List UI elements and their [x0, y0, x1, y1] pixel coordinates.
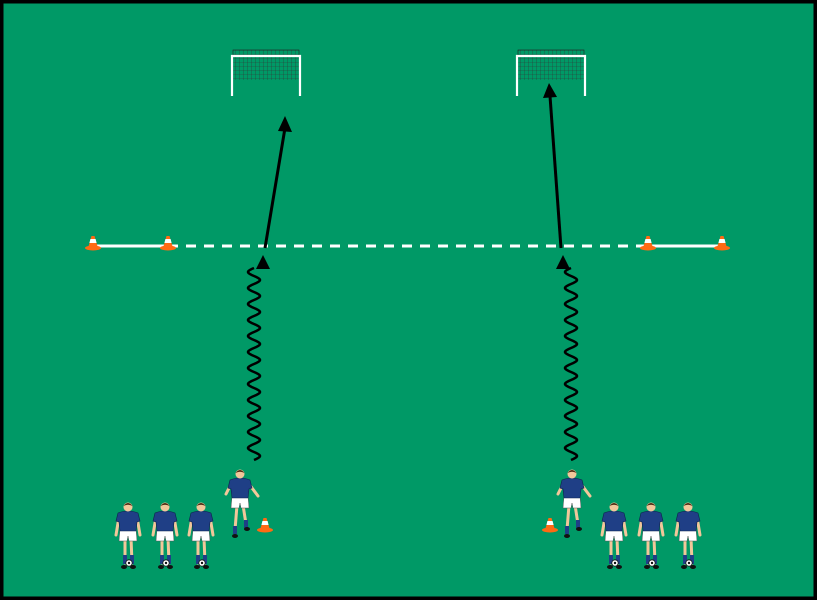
player-sock: [167, 555, 171, 564]
player-hair: [609, 503, 619, 506]
player-sock: [160, 555, 164, 564]
player-sock: [683, 555, 687, 564]
goal-icon: [230, 49, 302, 96]
cone-icon: [85, 236, 101, 251]
player-shirt: [601, 510, 627, 532]
player-sock: [616, 555, 620, 564]
player-boot: [644, 565, 650, 569]
player-hair: [646, 503, 656, 506]
player-sock: [565, 526, 569, 534]
player-hair: [235, 470, 245, 473]
cone-icon: [160, 236, 176, 251]
player-shirt: [188, 510, 214, 532]
player-shirt: [115, 510, 141, 532]
player-boot: [167, 565, 173, 569]
cone-icon: [257, 518, 273, 533]
player-hair: [160, 503, 170, 506]
player-boot: [681, 565, 687, 569]
player-boot: [244, 527, 250, 531]
player-boot: [232, 534, 238, 538]
player-sock: [130, 555, 134, 564]
player-sock: [233, 526, 237, 534]
player-shirt: [675, 510, 701, 532]
ball-patch: [650, 561, 654, 565]
player-boot: [607, 565, 613, 569]
goal-net: [233, 56, 299, 80]
player-icon: [600, 502, 628, 569]
ball-patch: [687, 561, 691, 565]
cone-icon: [640, 236, 656, 251]
player-boot: [564, 534, 570, 538]
player-icon: [224, 469, 260, 538]
player-hair: [196, 503, 206, 506]
player-shirt: [559, 477, 585, 499]
player-sock: [203, 555, 207, 564]
goal-icon: [515, 49, 587, 96]
player-hair: [123, 503, 133, 506]
player-sock: [646, 555, 650, 564]
cone-stripe: [89, 239, 97, 243]
player-boot: [203, 565, 209, 569]
player-boot: [653, 565, 659, 569]
goal-frame: [515, 54, 587, 96]
player-shirt: [227, 477, 253, 499]
player-hair: [567, 470, 577, 473]
shot-arrow-left: [263, 116, 292, 249]
player-boot: [576, 527, 582, 531]
ball-patch: [164, 561, 168, 565]
cone-stripe: [261, 521, 269, 525]
player-boot: [130, 565, 136, 569]
player-sock: [123, 555, 127, 564]
player-sock: [653, 555, 657, 564]
player-sock: [609, 555, 613, 564]
player-boot: [616, 565, 622, 569]
ball-patch: [200, 561, 204, 565]
cone-stripe: [718, 239, 726, 243]
player-sock: [196, 555, 200, 564]
player-icon: [187, 502, 215, 569]
goal-frame: [230, 54, 302, 96]
cone-stripe: [164, 239, 172, 243]
player-sock: [244, 520, 248, 528]
cone-icon: [714, 236, 730, 251]
player-sock: [576, 520, 580, 528]
player-icon: [674, 502, 702, 569]
player-boot: [158, 565, 164, 569]
player-hair: [683, 503, 693, 506]
cone-icon: [542, 518, 558, 533]
player-boot: [690, 565, 696, 569]
player-boot: [121, 565, 127, 569]
dribble-arrow-right: [556, 255, 579, 462]
goal-net: [518, 56, 584, 80]
shot-arrow-right: [543, 83, 563, 249]
dribble-arrow-left: [246, 255, 270, 462]
player-icon: [556, 469, 592, 538]
player-icon: [151, 502, 179, 569]
player-icon: [637, 502, 665, 569]
cone-stripe: [644, 239, 652, 243]
player-shirt: [638, 510, 664, 532]
player-sock: [690, 555, 694, 564]
ball-patch: [127, 561, 131, 565]
cone-stripe: [546, 521, 554, 525]
player-icon: [114, 502, 142, 569]
player-boot: [194, 565, 200, 569]
player-shirt: [152, 510, 178, 532]
ball-patch: [613, 561, 617, 565]
